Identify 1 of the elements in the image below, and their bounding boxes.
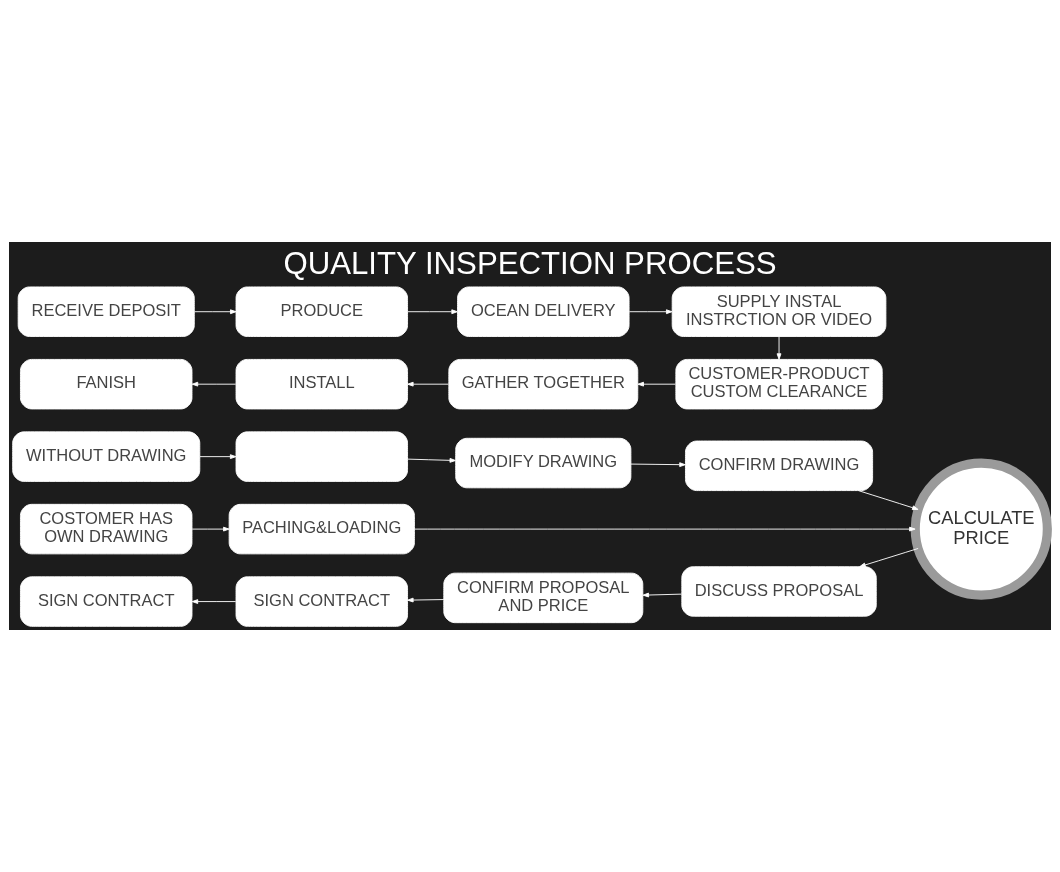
diagram-title: QUALITY INSPECTION PROCESS — [283, 246, 777, 282]
